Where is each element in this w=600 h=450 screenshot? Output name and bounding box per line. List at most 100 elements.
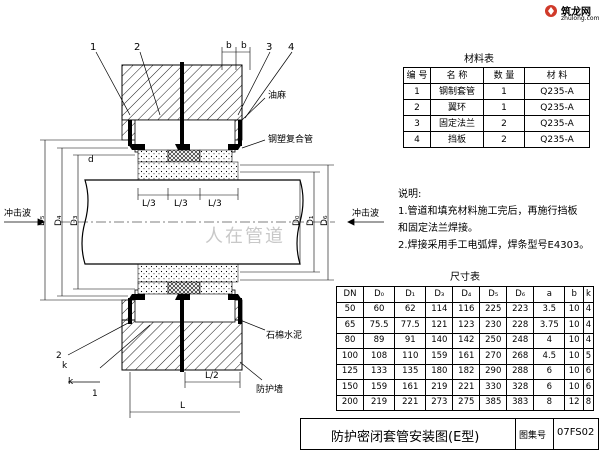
dimension-header-row: DN D₀ D₁ D₃ D₄ D₅ D₆ a b k [336, 286, 595, 303]
dim-num-2: 2 [56, 351, 62, 361]
dim-d1: D₁ [306, 215, 316, 226]
table-cell: 4 [582, 301, 595, 318]
table-cell: 330 [479, 379, 508, 396]
drawing-title: 防护密闭套管安装图(E型) [331, 430, 480, 445]
table-cell: 288 [506, 363, 535, 380]
table-cell: 219 [425, 379, 454, 396]
table-cell: 223 [506, 301, 535, 318]
table-cell: 133 [362, 363, 396, 380]
header-cell: D₀ [362, 286, 396, 303]
table-cell: 10 [564, 332, 584, 349]
table-row: 150 159 161 219 221 330 328 6 10 6 [336, 379, 595, 396]
table-cell: 273 [425, 394, 454, 411]
logo-brand: 筑龙网 [561, 7, 591, 18]
header-cell: D₅ [479, 286, 508, 303]
table-row: 65 75.5 77.5 121 123 230 228 3.75 10 4 [336, 317, 595, 334]
watermark: 人在管道 [205, 226, 285, 247]
notes-line: 和固定法兰焊接。 [398, 223, 478, 234]
table-row: 100 108 110 159 161 270 268 4.5 10 5 [336, 348, 595, 365]
table-cell: Q235-A [524, 99, 590, 116]
notes: 说明: 1.管道和填充材料施工完后，再施行挡板 和固定法兰焊接。 2.焊接采用手… [398, 186, 598, 254]
table-cell: 4 [403, 131, 431, 148]
table-cell: 6 [533, 363, 566, 380]
table-row: 2 翼环 1 Q235-A [403, 99, 590, 116]
bottom-dimensions [129, 372, 241, 418]
table-cell: 1 [403, 83, 431, 100]
table-cell: 8 [582, 394, 595, 411]
table-cell: 挡板 [430, 131, 484, 148]
table-cell: 114 [425, 301, 454, 318]
table-cell: 121 [425, 317, 454, 334]
table-cell: 50 [336, 301, 364, 318]
lower-leaders [67, 321, 151, 383]
table-cell: 80 [336, 332, 364, 349]
material-header-row: 编 号 名 称 数 量 材 料 [403, 67, 590, 84]
title-block-label: 图集号 [515, 418, 554, 450]
table-cell: 65 [336, 317, 364, 334]
table-cell: 10 [564, 301, 584, 318]
callout-1: 1 [90, 42, 96, 53]
label-composite-pipe: 钢塑复合管 [268, 133, 313, 145]
table-cell: 159 [362, 379, 396, 396]
table-cell: 270 [479, 348, 508, 365]
table-cell: 100 [336, 348, 364, 365]
dim-k-2: k [68, 377, 74, 387]
table-row: 50 60 62 114 116 225 223 3.5 10 4 [336, 301, 595, 318]
table-cell: 219 [362, 394, 396, 411]
header-cell: D₃ [425, 286, 454, 303]
table-cell: 383 [506, 394, 535, 411]
table-cell: 4 [533, 332, 566, 349]
table-cell: 4 [582, 332, 595, 349]
dim-l2: L/2 [205, 371, 219, 381]
logo-site: zhulong.com [561, 15, 600, 22]
dim-d3: D₃ [70, 215, 80, 226]
header-cell: 名 称 [430, 67, 484, 84]
table-cell: 60 [362, 301, 396, 318]
label-asbestos-cement: 石棉水泥 [266, 329, 302, 341]
dim-d: d [88, 155, 94, 165]
title-block-code: 07FS02 [552, 418, 599, 450]
table-cell: 4 [582, 317, 595, 334]
label-oil-hemp: 油麻 [268, 89, 286, 101]
table-cell: 翼环 [430, 99, 484, 116]
header-cell: b [564, 286, 584, 303]
atlas-code: 07FS02 [557, 427, 595, 438]
table-cell: 248 [506, 332, 535, 349]
right-dimensions [240, 164, 334, 281]
table-cell: 2 [403, 99, 431, 116]
table-cell: 10 [564, 379, 584, 396]
table-cell: 4.5 [533, 348, 566, 365]
table-cell: 150 [336, 379, 364, 396]
table-cell: 328 [506, 379, 535, 396]
notes-line: 2.焊接采用手工电弧焊，焊条型号E4303。 [398, 240, 590, 251]
table-cell: 3.75 [533, 317, 566, 334]
table-cell: 290 [479, 363, 508, 380]
material-table-title: 材料表 [464, 54, 494, 65]
callout-leaders [95, 51, 293, 381]
table-cell: 2 [483, 115, 525, 132]
table-row: 3 固定法兰 2 Q235-A [403, 115, 590, 132]
header-cell: a [533, 286, 566, 303]
dim-num-1: 1 [92, 389, 98, 399]
table-cell: 200 [336, 394, 364, 411]
table-cell: 275 [452, 394, 481, 411]
header-cell: DN [336, 286, 364, 303]
table-cell: 10 [564, 348, 584, 365]
table-row: 4 挡板 2 Q235-A [403, 131, 590, 148]
callout-4: 4 [288, 42, 294, 53]
table-cell: 12 [564, 394, 584, 411]
header-cell: 数 量 [483, 67, 525, 84]
label-blast-left: 冲击波 [4, 207, 31, 219]
table-cell: 161 [394, 379, 427, 396]
table-cell: 2 [483, 131, 525, 148]
header-cell: 材 料 [524, 67, 590, 84]
blast-arrow-right [347, 218, 384, 226]
table-cell: 8 [533, 394, 566, 411]
table-cell: 225 [479, 301, 508, 318]
table-cell: 固定法兰 [430, 115, 484, 132]
table-cell: 221 [452, 379, 481, 396]
table-cell: 6 [533, 379, 566, 396]
table-cell: 89 [362, 332, 396, 349]
material-table: 编 号 名 称 数 量 材 料 1 钢制套管 1 Q235-A 2 翼环 1 Q… [403, 67, 590, 148]
